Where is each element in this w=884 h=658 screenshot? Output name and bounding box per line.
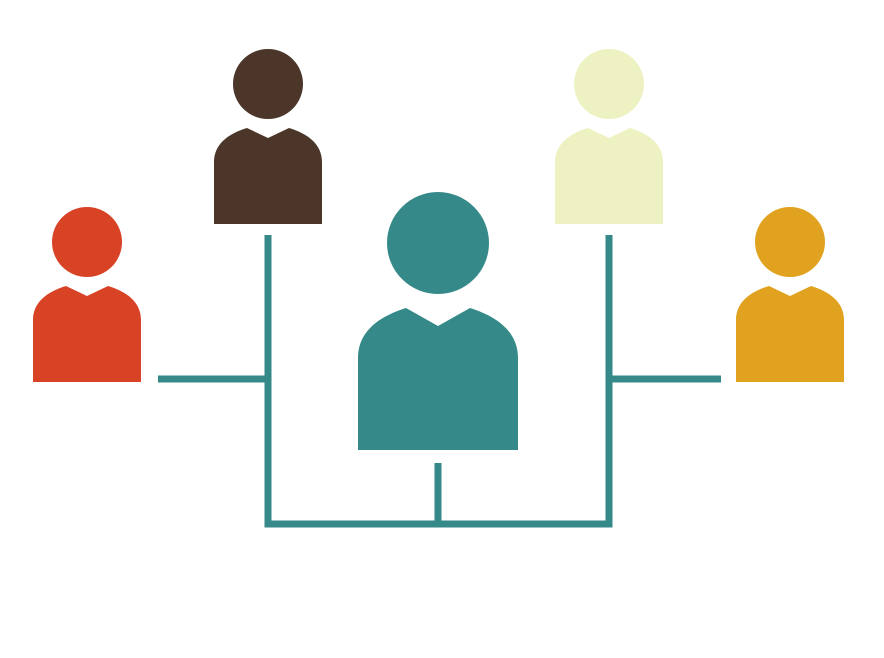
person-icon-upper-right [555, 49, 663, 224]
connector-lines [158, 235, 721, 528]
person-icon-left [33, 207, 141, 382]
person-icon-center [358, 192, 518, 450]
person-icon-right [736, 207, 844, 382]
person-icon-upper-left [214, 49, 322, 224]
